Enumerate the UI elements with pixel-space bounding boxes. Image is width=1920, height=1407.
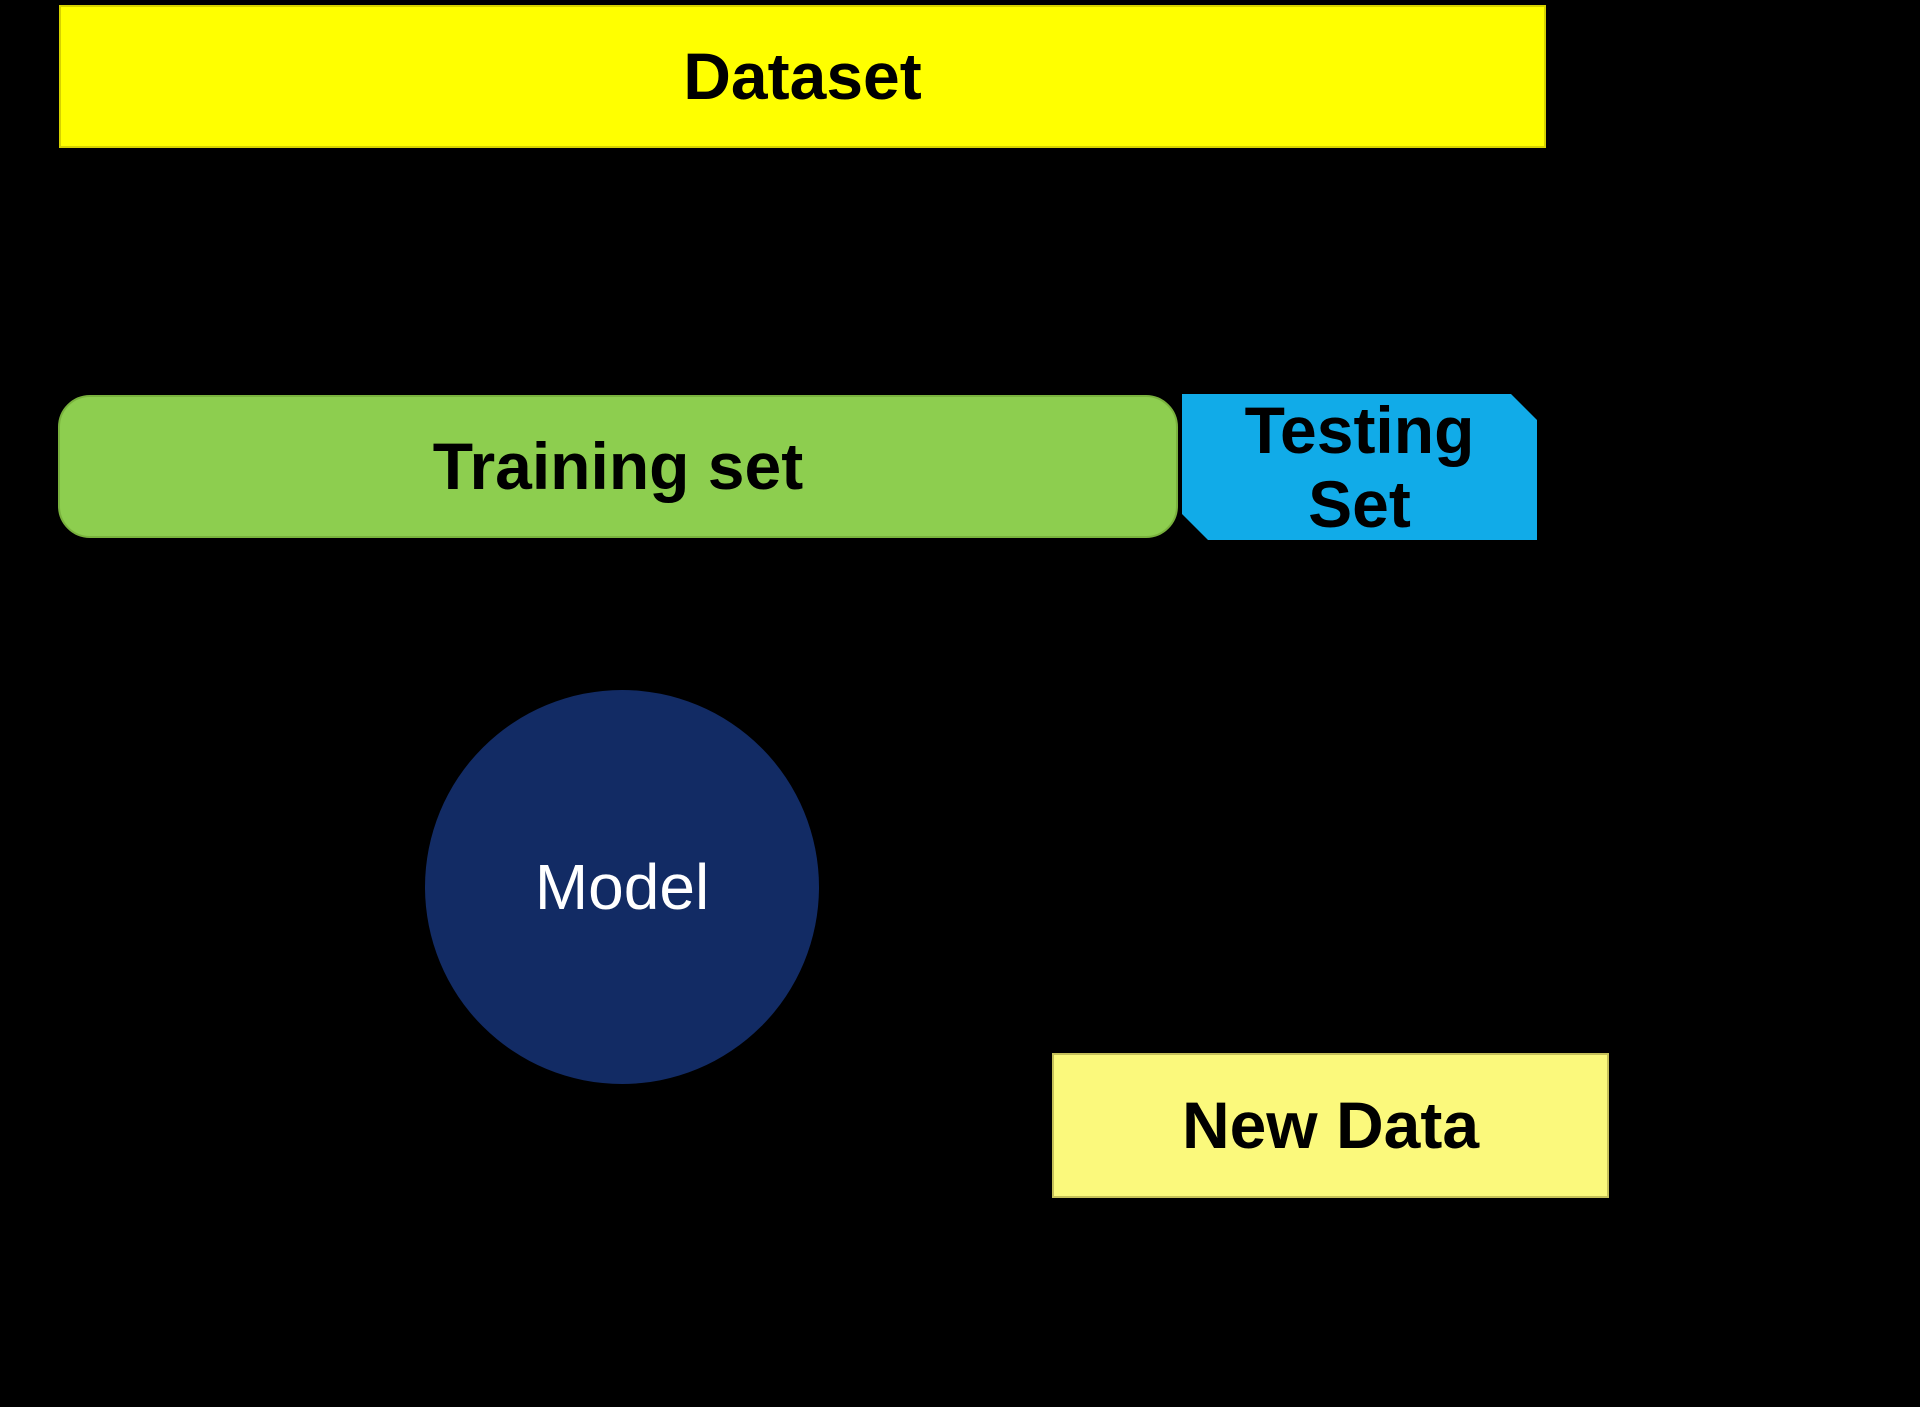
testing-set-label-line1: Testing <box>1244 393 1475 467</box>
testing-set-label-line2: Set <box>1308 467 1411 541</box>
testing-set-label: Testing Set <box>1245 393 1475 541</box>
dataset-box: Dataset <box>59 5 1546 148</box>
training-set-label: Training set <box>432 429 804 504</box>
model-circle: Model <box>425 690 819 1084</box>
training-set-box: Training set <box>58 395 1178 538</box>
dataset-label: Dataset <box>683 39 922 114</box>
new-data-label: New Data <box>1181 1088 1480 1163</box>
testing-set-box: Testing Set <box>1182 394 1537 540</box>
new-data-box: New Data <box>1052 1053 1609 1198</box>
model-label: Model <box>534 850 710 923</box>
